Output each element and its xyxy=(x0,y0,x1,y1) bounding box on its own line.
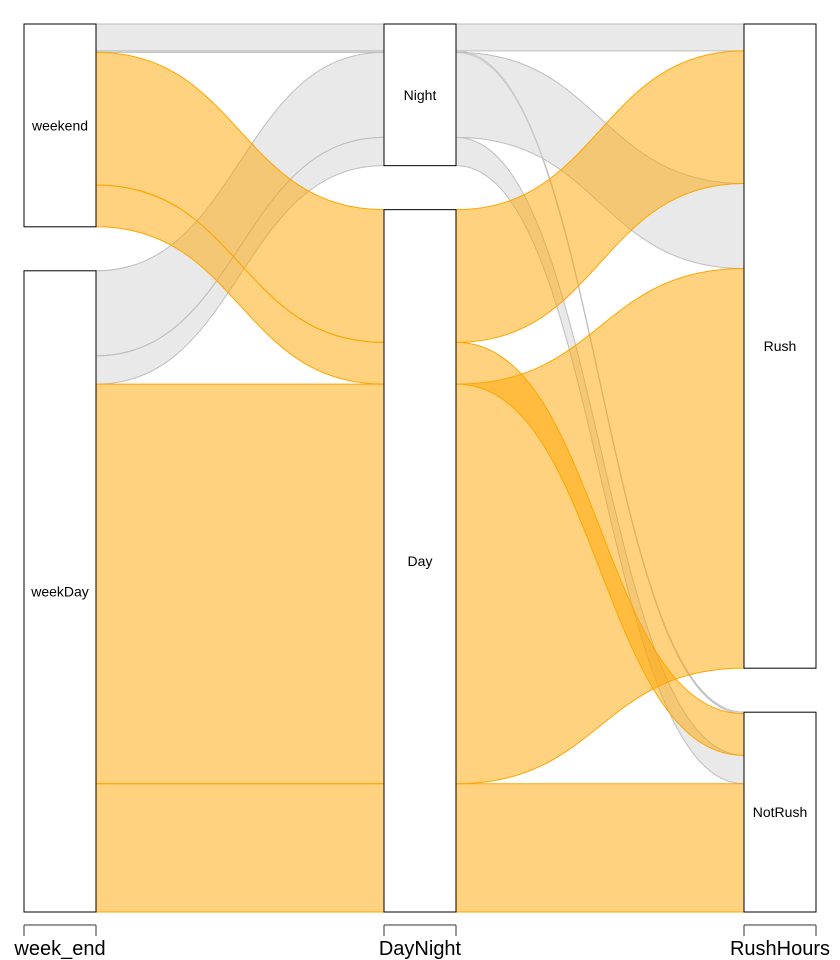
node-box-weekday xyxy=(23,270,97,913)
node-label-night: Night xyxy=(404,87,437,103)
node-label-day: Day xyxy=(408,553,433,569)
node-label-rush: Rush xyxy=(764,338,797,354)
axis-label-week_end: week_end xyxy=(13,938,105,960)
axis-label-daynight: DayNight xyxy=(379,938,462,960)
node-label-weekend: weekend xyxy=(31,117,88,133)
node-box-day xyxy=(383,209,457,913)
axis-layer: week_end DayNight RushHours xyxy=(13,924,830,960)
node-label-notrush: NotRush xyxy=(753,804,807,820)
node-label-weekday: weekDay xyxy=(30,583,89,599)
flow-weekday-day-notrush-segment-1 xyxy=(95,783,385,913)
node-box-weekend xyxy=(23,23,97,228)
node-box-night xyxy=(383,23,457,167)
node-box-notrush xyxy=(743,711,817,913)
flow-weekend-night-rush-segment-1 xyxy=(95,23,385,52)
flow-weekend-night-notrush-segment-1 xyxy=(95,50,385,53)
flow-weekday-day-rush-segment-1 xyxy=(95,383,385,785)
node-box-rush xyxy=(743,23,817,669)
flow-weekend-night-rush-segment-2 xyxy=(455,23,745,52)
axis-label-rushhours: RushHours xyxy=(730,938,830,960)
flow-weekday-day-notrush-segment-2 xyxy=(455,783,745,913)
